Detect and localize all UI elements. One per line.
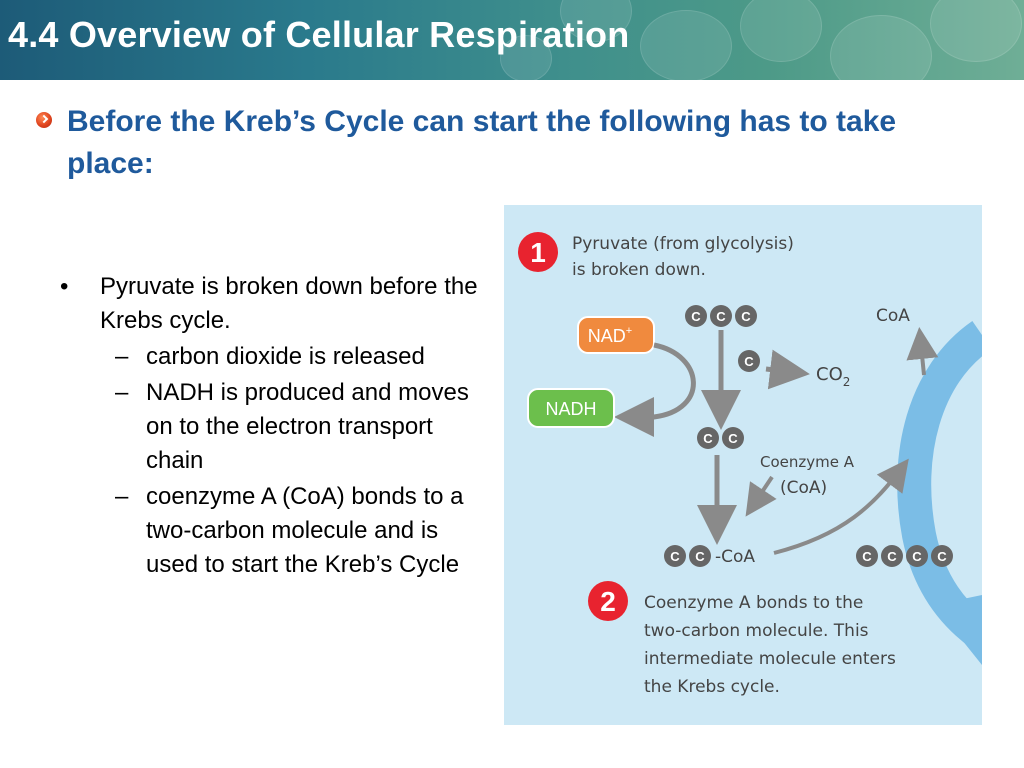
carbon-atom (856, 545, 878, 567)
coa-label: CoA (876, 306, 910, 326)
four-carbon-molecule: C C C C (856, 545, 953, 567)
step-1-number: 1 (530, 237, 546, 268)
step-1-line2: is broken down. (572, 260, 706, 280)
coenzyme-arrow (745, 475, 777, 517)
carbon-letter: C (912, 549, 922, 564)
carbon-atom (697, 427, 719, 449)
cell-decoration (500, 35, 552, 80)
nad-to-nadh-arrow (614, 342, 696, 437)
carbon-letter: C (716, 309, 726, 324)
step-2-number: 2 (600, 586, 616, 617)
carbon-letter: C (695, 549, 705, 564)
sub-list-item-text: NADH is produced and moves on to the ele… (146, 379, 469, 474)
page-title: 4.4 Overview of Cellular Respiration (8, 14, 630, 55)
sub-list-item-text: coenzyme A (CoA) bonds to a two-carbon m… (146, 483, 464, 578)
carbon-atom (735, 305, 757, 327)
sub-list-item: – NADH is produced and moves on to the e… (60, 376, 490, 478)
step-2-line: two-carbon molecule. This (644, 621, 869, 641)
pyruvate-molecule: C C C (685, 305, 757, 327)
dash-mark: – (115, 379, 129, 406)
step-2-line: the Krebs cycle. (644, 677, 780, 697)
dash-mark: – (115, 343, 129, 370)
cycle-arrowhead (934, 595, 982, 665)
nad-plus-label: NAD+ (588, 325, 632, 346)
carbon-letter: C (862, 549, 872, 564)
co2-arrow (765, 349, 810, 390)
carbon-atom (722, 427, 744, 449)
dash-mark: – (115, 483, 129, 510)
carbon-atom (710, 305, 732, 327)
step-2-line: intermediate molecule enters (644, 649, 896, 669)
co2-label: CO2 (816, 364, 850, 389)
step-1-line1: Pyruvate (from glycolysis) (572, 234, 794, 254)
respiration-diagram: 1 Pyruvate (from glycolysis) is broken d… (504, 205, 982, 725)
cell-decoration (830, 15, 932, 80)
cell-decoration (740, 0, 822, 62)
carbon-letter: C (691, 309, 701, 324)
sub-list-item: – coenzyme A (CoA) bonds to a two-carbon… (60, 480, 490, 582)
carbon-atom (689, 545, 711, 567)
acetyl-coa-suffix: -CoA (715, 547, 755, 567)
sub-list-item-text: carbon dioxide is released (146, 343, 425, 370)
carbon-atom (881, 545, 903, 567)
step-2-line: Coenzyme A bonds to the (644, 593, 863, 613)
carbon-letter: C (744, 354, 754, 369)
cell-decoration (640, 10, 732, 80)
krebs-cycle-arc (897, 321, 982, 649)
carbon-atom (664, 545, 686, 567)
coa-release-arrow (906, 327, 939, 376)
carbon-atom (738, 350, 760, 372)
acetyl-coa-to-cycle-arrow (773, 458, 909, 555)
header-banner: 4.4 Overview of Cellular Respiration (0, 0, 1024, 80)
carbon-letter: C (728, 431, 738, 446)
bullet-list: • Pyruvate is broken down before the Kre… (60, 270, 490, 582)
carbon-atom (685, 305, 707, 327)
nadh-box (527, 388, 615, 428)
coenzyme-label: Coenzyme A (760, 453, 855, 471)
bullet-icon (36, 112, 52, 128)
nadh-label: NADH (545, 399, 596, 419)
carbon-atom (906, 545, 928, 567)
slide-subtitle: Before the Kreb’s Cycle can start the fo… (67, 105, 897, 180)
step-1-circle (518, 232, 558, 272)
sub-list-item: – carbon dioxide is released (60, 340, 490, 374)
carbon-atom (931, 545, 953, 567)
list-item: • Pyruvate is broken down before the Kre… (60, 270, 490, 338)
nad-plus-box (577, 316, 655, 354)
carbon-letter: C (937, 549, 947, 564)
cell-decoration (930, 0, 1022, 62)
list-item-text: Pyruvate is broken down before the Krebs… (100, 273, 478, 334)
bullet-mark: • (60, 273, 69, 300)
step-2-circle (588, 581, 628, 621)
carbon-letter: C (741, 309, 751, 324)
diagram-svg: 1 Pyruvate (from glycolysis) is broken d… (518, 232, 982, 697)
carbon-letter: C (887, 549, 897, 564)
coenzyme-abbrev: (CoA) (780, 478, 827, 498)
carbon-letter: C (703, 431, 713, 446)
carbon-letter: C (670, 549, 680, 564)
